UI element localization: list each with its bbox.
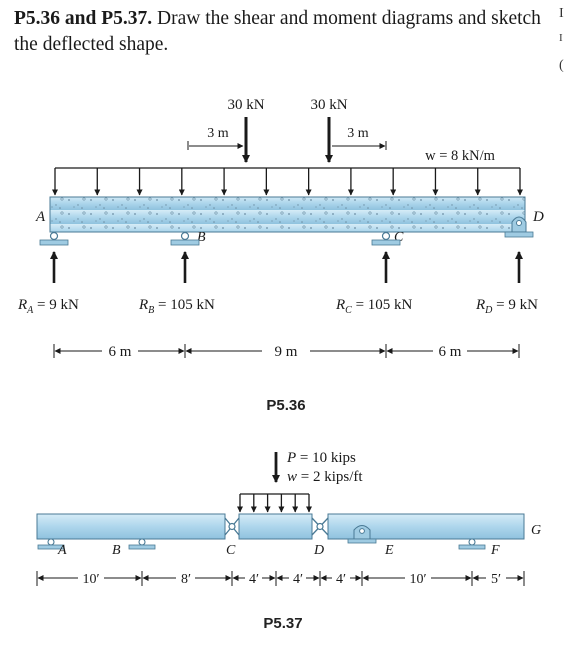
span-cd-label: 6 m xyxy=(439,344,462,360)
span-bc-label: 9 m xyxy=(275,344,298,360)
support-b-roller-537 xyxy=(128,538,156,550)
support-d-label: D xyxy=(532,209,544,225)
support-c-roller xyxy=(371,231,401,246)
span-bc-537-label: 8′ xyxy=(181,572,191,587)
reaction-a-label: RA = 9 kN xyxy=(17,297,79,316)
support-f-roller-537 xyxy=(458,538,486,550)
distributed-load-arrows xyxy=(52,168,523,196)
load-w-label: w = 2 kips/ft xyxy=(287,469,363,485)
point-e-label: E xyxy=(384,543,394,558)
p536-beam xyxy=(49,196,526,233)
dim-3m-left-label: 3 m xyxy=(207,126,229,141)
hinge-d xyxy=(311,517,329,536)
point-c-label: C xyxy=(226,543,236,558)
distributed-load-label: w = 8 kN/m xyxy=(425,148,496,164)
span-c-load-537-label: 4′ xyxy=(249,572,259,587)
span-ef-537-label: 10′ xyxy=(409,572,426,587)
support-a-roller xyxy=(39,231,69,246)
hinge-c xyxy=(224,517,240,536)
support-b-label: B xyxy=(197,230,206,245)
point-d-label: D xyxy=(313,543,324,558)
point-load-2-label: 30 kN xyxy=(310,97,347,113)
p536-figure: 30 kN 30 kN 3 m 3 m w = 8 kN/m A B C D xyxy=(17,97,544,414)
span-de-537-label: 4′ xyxy=(336,572,346,587)
support-d-pin xyxy=(504,216,534,238)
reaction-d-label: RD = 9 kN xyxy=(475,297,538,316)
point-f-label: F xyxy=(490,543,500,558)
edge-glyph-3: ( xyxy=(559,58,564,73)
load-w-arrows xyxy=(237,494,312,513)
load-p-label: P = 10 kips xyxy=(286,450,356,466)
point-g-label: G xyxy=(531,523,541,538)
reaction-b-label: RB = 105 kN xyxy=(138,297,215,316)
point-a-label: A xyxy=(57,543,67,558)
span-load-d-537-label: 4′ xyxy=(293,572,303,587)
point-load-1-label: 30 kN xyxy=(227,97,264,113)
problem-text: Draw the shear and moment diagrams and s… xyxy=(14,8,541,55)
p537-caption: P5.37 xyxy=(263,615,302,632)
point-b-label: B xyxy=(112,543,121,558)
edge-glyph-1: I xyxy=(559,6,564,21)
dim-3m-right-label: 3 m xyxy=(347,126,369,141)
span-fg-537-label: 5′ xyxy=(491,572,501,587)
p537-span-dimension-line xyxy=(36,571,525,586)
support-a-roller-537 xyxy=(37,538,65,550)
reaction-c-label: RC = 105 kN xyxy=(335,297,413,316)
support-a-label: A xyxy=(35,209,46,225)
support-e-pin-537 xyxy=(347,525,377,544)
edge-glyph-2: I xyxy=(559,32,563,44)
span-ab-537-label: 10′ xyxy=(82,572,99,587)
problem-ids: P5.36 and P5.37. xyxy=(14,8,153,29)
problem-statement: P5.36 and P5.37. Draw the shear and mome… xyxy=(14,6,554,58)
span-ab-label: 6 m xyxy=(109,344,132,360)
beam-segment-ac xyxy=(36,513,226,540)
span-dimension-line xyxy=(53,344,520,358)
p537-figure: P = 10 kips w = 2 kips/ft xyxy=(36,450,541,632)
p536-caption: P5.36 xyxy=(266,397,305,414)
beam-segment-cd xyxy=(238,513,313,540)
support-c-label: C xyxy=(394,230,404,245)
support-b-roller xyxy=(170,231,200,246)
